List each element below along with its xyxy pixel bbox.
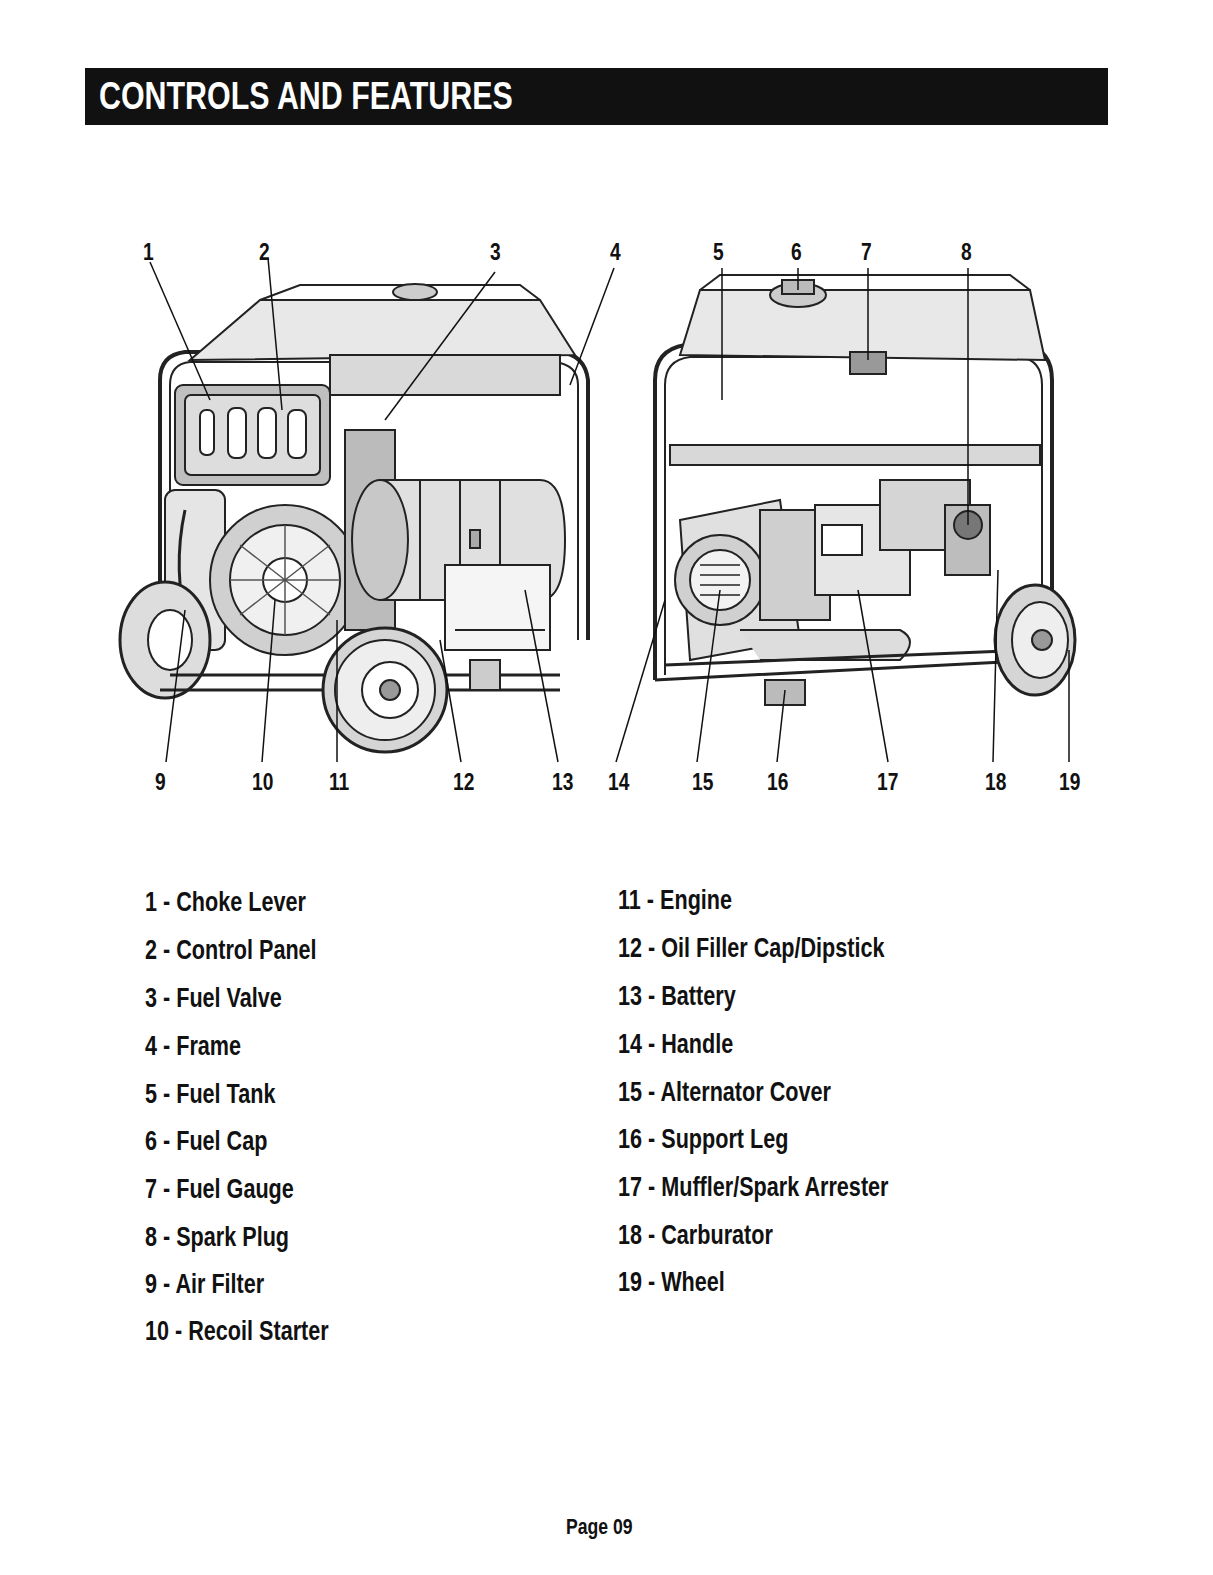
callout-number: 16 xyxy=(767,768,788,796)
part-list-item: 1 - Choke Lever xyxy=(145,887,306,918)
callout-number: 13 xyxy=(552,768,573,796)
part-list-item: 13 - Battery xyxy=(618,981,736,1012)
part-list-item: 14 - Handle xyxy=(618,1029,733,1060)
callout-number: 11 xyxy=(329,768,349,796)
part-list-item: 12 - Oil Filler Cap/Dipstick xyxy=(618,933,884,964)
callout-number: 7 xyxy=(861,238,872,266)
callout-number: 14 xyxy=(608,768,629,796)
part-list-item: 9 - Air Filter xyxy=(145,1269,264,1300)
callout-number: 19 xyxy=(1059,768,1080,796)
callout-number: 5 xyxy=(713,238,724,266)
part-list-item: 16 - Support Leg xyxy=(618,1124,788,1155)
callout-number: 8 xyxy=(961,238,972,266)
callout-number: 2 xyxy=(259,238,270,266)
title-band: CONTROLS AND FEATURES xyxy=(85,68,1108,125)
part-list-item: 17 - Muffler/Spark Arrester xyxy=(618,1172,889,1203)
part-list-item: 3 - Fuel Valve xyxy=(145,983,282,1014)
callout-number: 15 xyxy=(692,768,713,796)
callout-number: 12 xyxy=(453,768,474,796)
callout-number: 10 xyxy=(252,768,273,796)
part-list-item: 18 - Carburator xyxy=(618,1220,773,1251)
callout-number: 9 xyxy=(155,768,166,796)
callout-number: 3 xyxy=(490,238,501,266)
right-generator xyxy=(655,275,1075,705)
part-list-item: 8 - Spark Plug xyxy=(145,1222,289,1253)
part-list-item: 2 - Control Panel xyxy=(145,935,317,966)
page-number: Page 09 xyxy=(566,1514,633,1540)
part-list-item: 4 - Frame xyxy=(145,1031,241,1062)
part-list-item: 15 - Alternator Cover xyxy=(618,1077,831,1108)
leader-lines xyxy=(150,258,1069,762)
callout-number: 18 xyxy=(985,768,1006,796)
callout-number: 6 xyxy=(791,238,802,266)
callout-number: 17 xyxy=(877,768,898,796)
part-list-item: 11 - Engine xyxy=(618,885,732,916)
page-title: CONTROLS AND FEATURES xyxy=(99,75,513,118)
part-list-item: 6 - Fuel Cap xyxy=(145,1126,267,1157)
part-list-item: 10 - Recoil Starter xyxy=(145,1316,329,1347)
callout-number: 4 xyxy=(610,238,621,266)
part-list-item: 19 - Wheel xyxy=(618,1267,725,1298)
part-list-item: 5 - Fuel Tank xyxy=(145,1079,275,1110)
callout-number: 1 xyxy=(143,238,154,266)
part-list-item: 7 - Fuel Gauge xyxy=(145,1174,294,1205)
